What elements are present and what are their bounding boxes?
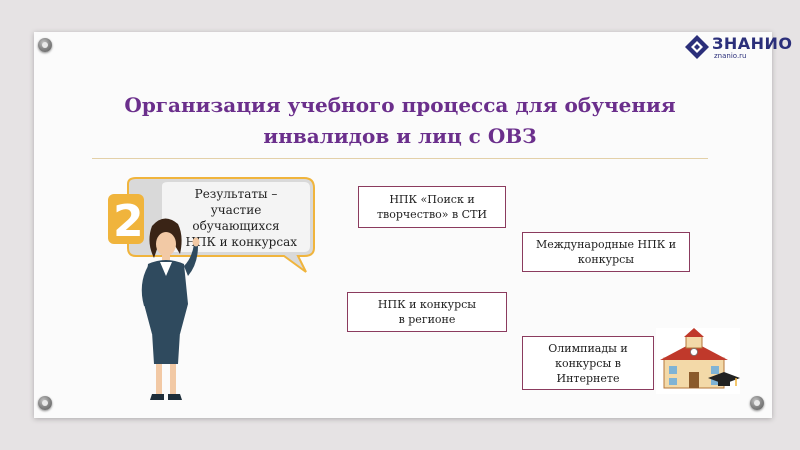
box-line: Интернете	[556, 371, 620, 385]
title-line-1: Организация учебного процесса для обучен…	[124, 93, 676, 117]
bubble-label: Результаты – участие обучающихся в НПК и…	[166, 186, 306, 250]
bubble-line: Результаты –	[194, 187, 278, 201]
international-npk-box: Международные НПК и конкурсы	[522, 232, 690, 272]
box-line: конкурсы	[577, 253, 635, 266]
brand-name: ЗНАНИО	[712, 34, 793, 53]
box-line: конкурсы в	[555, 356, 621, 370]
bubble-line: участие	[210, 203, 262, 217]
school-building-icon	[656, 328, 740, 394]
bubble-line: в НПК и конкурсах	[174, 235, 298, 249]
box-line: Международные НПК и	[535, 238, 677, 251]
brand-site: znanio.ru	[714, 52, 747, 60]
box-line: Олимпиады и	[548, 341, 628, 355]
thumbtack-icon	[38, 38, 52, 52]
box-line: НПК и конкурсы	[377, 298, 477, 311]
znanio-logo-icon	[685, 35, 709, 59]
internet-olympiads-box: Олимпиады и конкурсы в Интернете	[522, 336, 654, 390]
thumbtack-icon	[750, 396, 764, 410]
bubble-number: 2	[113, 196, 144, 247]
brand-logo[interactable]: ЗНАНИО znanio.ru	[684, 32, 792, 64]
thumbtack-icon	[38, 396, 52, 410]
teacher-illustration	[141, 218, 200, 400]
npk-sti-box: НПК «Поиск и творчество» в СТИ	[358, 186, 506, 228]
page-title: Организация учебного процесса для обучен…	[90, 90, 710, 152]
bubble-line: обучающихся	[192, 219, 280, 233]
regional-npk-box: НПК и конкурсы в регионе	[347, 292, 507, 332]
graduation-cap-icon	[708, 372, 740, 384]
title-divider	[92, 158, 708, 159]
box-line: в регионе	[398, 313, 456, 326]
box-line: НПК «Поиск и	[389, 193, 475, 206]
title-line-2: инвалидов и лиц с ОВЗ	[263, 124, 537, 148]
box-line: творчество» в СТИ	[376, 208, 488, 221]
